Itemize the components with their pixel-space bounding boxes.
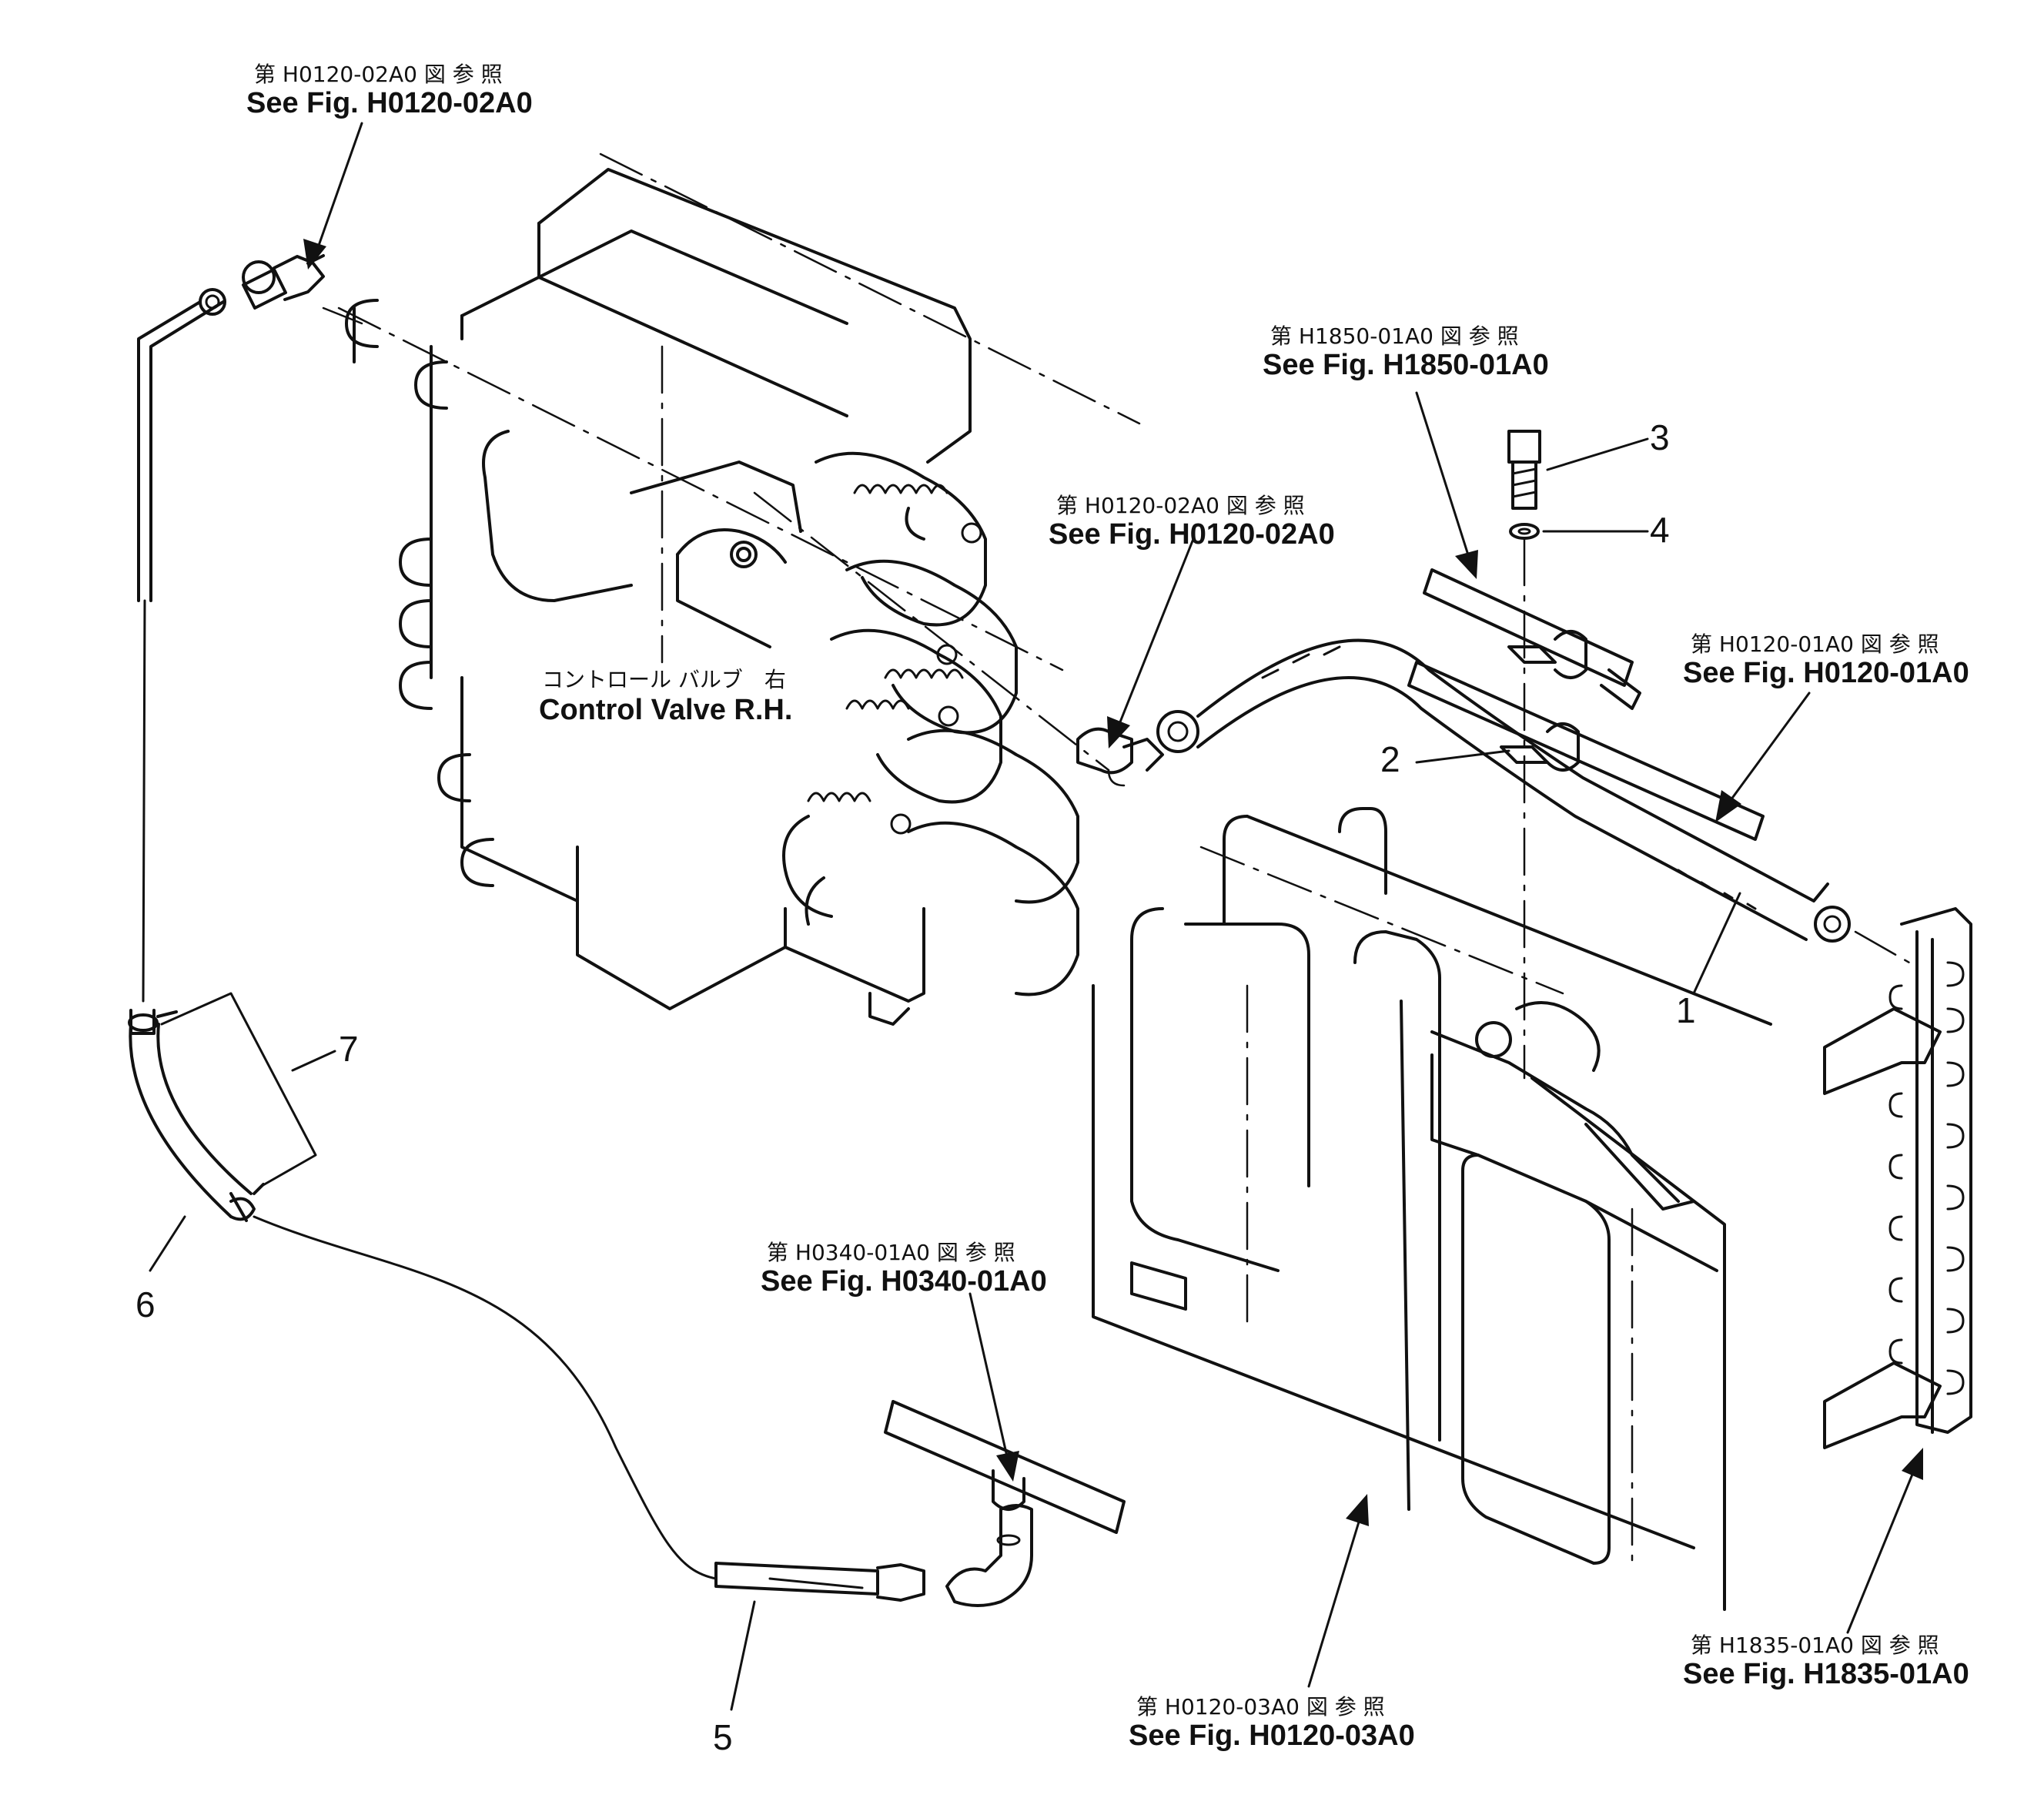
reference-jp: 第 H1835-01A0 図 参 照: [1691, 1633, 1939, 1658]
reference-jp: 第 H1850-01A0 図 参 照: [1270, 323, 1519, 349]
control-valve-label-en: Control Valve R.H.: [539, 694, 792, 726]
reference-en: See Fig. H0120-02A0: [246, 87, 533, 119]
grease-manifold: [1823, 907, 1972, 1449]
reference-jp: 第 H0120-03A0 図 参 照: [1136, 1694, 1385, 1720]
part-number-6: 6: [135, 1284, 156, 1324]
reference-bottom: 第 H0120-03A0 図 参 照 See Fig. H0120-03A0: [1129, 1694, 1415, 1752]
part-number-1: 1: [1676, 990, 1696, 1030]
reference-bottom-right: 第 H1835-01A0 図 参 照 See Fig. H1835-01A0: [1683, 1633, 1969, 1690]
reference-bottom-mid: 第 H0340-01A0 図 参 照 See Fig. H0340-01A0: [761, 1240, 1047, 1298]
part-number-5: 5: [713, 1717, 733, 1757]
tube-5: [253, 1215, 1033, 1607]
reference-en: See Fig. H0120-03A0: [1129, 1720, 1415, 1752]
bolt-3: [1507, 430, 1541, 510]
part-number-7: 7: [339, 1029, 359, 1069]
leaders: [149, 122, 1923, 1711]
reference-jp: 第 H0120-01A0 図 参 照: [1691, 631, 1939, 657]
washer-4: [1509, 523, 1540, 540]
part-number-labels: 3 4 2 1 7 6 5: [135, 417, 1696, 1757]
reference-top-left: 第 H0120-02A0 図 参 照 See Fig. H0120-02A0: [246, 62, 533, 119]
reference-top-mid: 第 H0120-02A0 図 参 照 See Fig. H0120-02A0: [1049, 493, 1335, 551]
part-number-4: 4: [1650, 510, 1670, 550]
bottom-frame-member: [884, 1400, 1126, 1534]
reference-jp: 第 H0340-01A0 図 参 照: [767, 1240, 1015, 1265]
hose-6: [128, 1009, 265, 1222]
reference-jp: 第 H0120-02A0 図 参 照: [254, 62, 503, 87]
reference-jp: 第 H0120-02A0 図 参 照: [1056, 493, 1305, 518]
reference-en: See Fig. H0120-01A0: [1683, 657, 1969, 689]
reference-en: See Fig. H0340-01A0: [761, 1265, 1047, 1298]
drain-tube-vertical: [142, 599, 146, 1003]
revolving-frame: [1092, 807, 1772, 1611]
reference-right: 第 H0120-01A0 図 参 照 See Fig. H0120-01A0: [1683, 631, 1969, 689]
left-upper-fittings: [137, 254, 325, 602]
clamp-2-upper: [1423, 568, 1641, 710]
control-valve-label-jp: コントロール バルブ 右: [542, 667, 786, 692]
part-number-3: 3: [1650, 417, 1670, 457]
mid-elbow: [1076, 727, 1164, 787]
clamp-2-lower: [1407, 661, 1765, 841]
reference-en: See Fig. H1850-01A0: [1263, 349, 1549, 381]
control-valve-label: コントロール バルブ 右 Control Valve R.H.: [539, 667, 792, 726]
reference-en: See Fig. H0120-02A0: [1049, 518, 1335, 551]
reference-top-right: 第 H1850-01A0 図 参 照 See Fig. H1850-01A0: [1263, 323, 1549, 381]
control-valve: [322, 152, 1141, 1026]
part-number-2: 2: [1380, 739, 1400, 779]
reference-en: See Fig. H1835-01A0: [1683, 1658, 1969, 1690]
